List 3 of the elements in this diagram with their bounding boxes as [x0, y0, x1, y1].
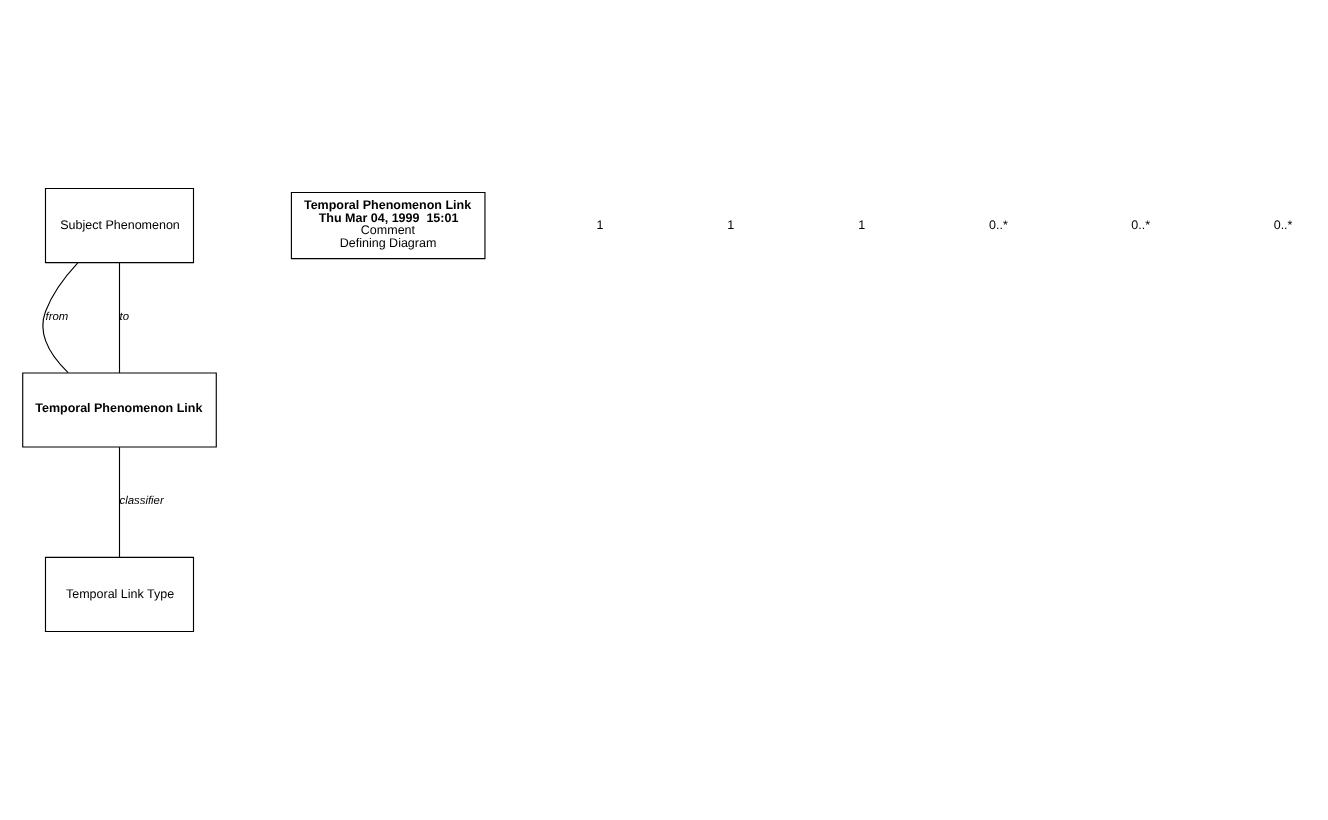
connector [118, 262, 121, 374]
connector [42, 262, 79, 374]
connector [118, 446, 121, 558]
